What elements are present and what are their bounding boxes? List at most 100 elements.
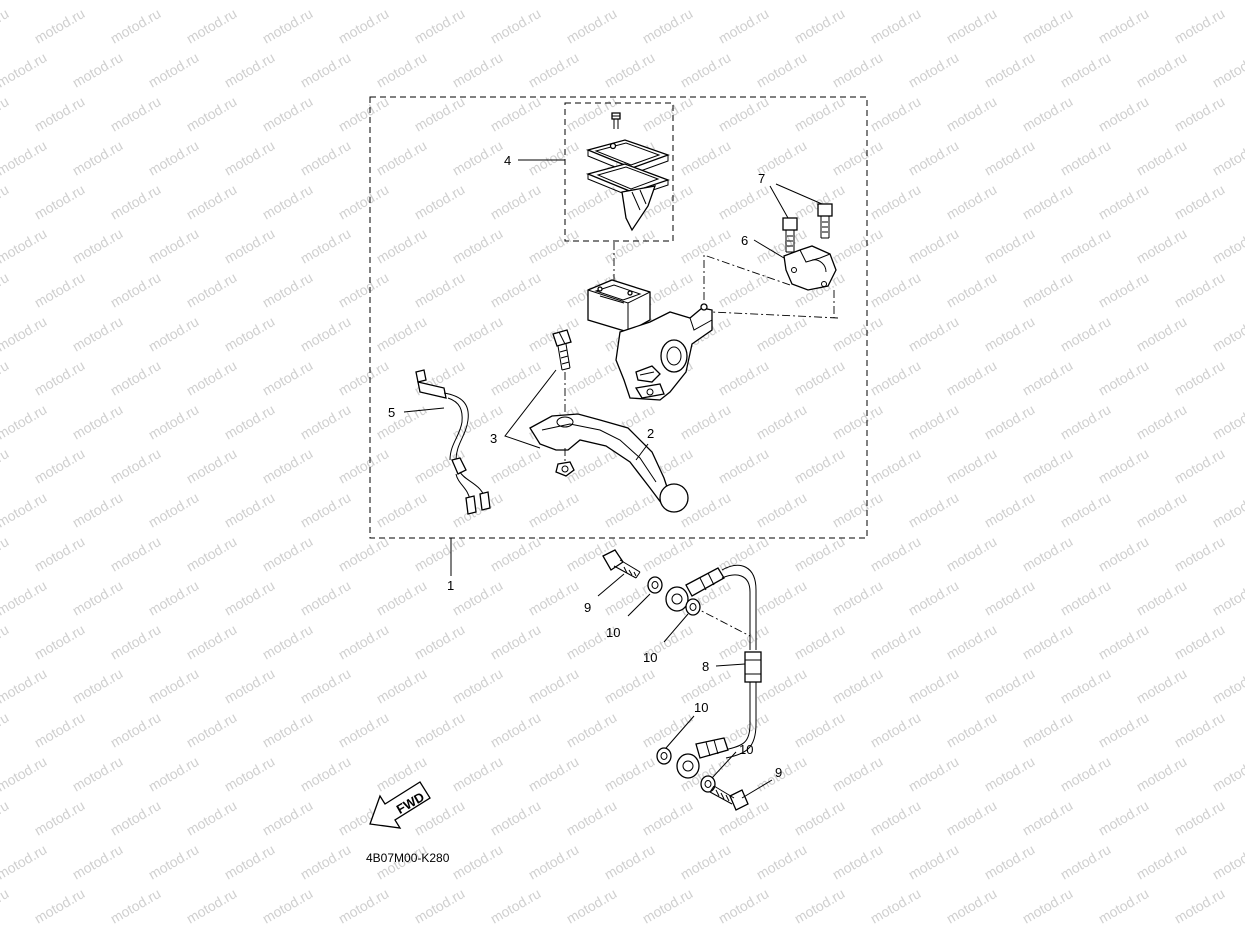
- watermark-text-227: motod.ru: [450, 577, 506, 618]
- watermark-text-103: motod.ru: [32, 269, 88, 310]
- callout-9-top[interactable]: 9: [584, 600, 591, 615]
- watermark-text-93: motod.ru: [602, 225, 658, 266]
- callout-10-b[interactable]: 10: [643, 650, 657, 665]
- watermark-text-191: motod.ru: [298, 489, 354, 530]
- watermark-text-26: motod.ru: [678, 49, 734, 90]
- watermark-text-236: motod.ru: [1134, 577, 1190, 618]
- watermark-text-214: motod.ru: [716, 533, 772, 574]
- washer-bottom-left[interactable]: [656, 747, 672, 765]
- watermark-text-350: motod.ru: [716, 885, 772, 926]
- watermark-text-231: motod.ru: [754, 577, 810, 618]
- watermark-text-307: motod.ru: [32, 797, 88, 838]
- watermark-text-164: motod.ru: [830, 401, 886, 442]
- watermark-text-10: motod.ru: [716, 5, 772, 46]
- watermark-text-148: motod.ru: [868, 357, 924, 398]
- watermark-text-11: motod.ru: [792, 5, 848, 46]
- watermark-text-218: motod.ru: [1020, 533, 1076, 574]
- watermark-text-125: motod.ru: [450, 313, 506, 354]
- watermark-text-57: motod.ru: [450, 137, 506, 178]
- watermark-text-318: motod.ru: [868, 797, 924, 838]
- watermark-text-49: motod.ru: [1096, 93, 1152, 134]
- watermark-text-262: motod.ru: [526, 665, 582, 706]
- watermark-text-1: motod.ru: [32, 5, 88, 46]
- watermark-text-327: motod.ru: [298, 841, 354, 882]
- watermark-text-330: motod.ru: [526, 841, 582, 882]
- washer-bottom-right[interactable]: [700, 775, 716, 793]
- washer-top-right[interactable]: [685, 598, 701, 616]
- watermark-text-92: motod.ru: [526, 225, 582, 266]
- watermark-text-194: motod.ru: [526, 489, 582, 530]
- watermark-text-258: motod.ru: [222, 665, 278, 706]
- watermark-text-2: motod.ru: [108, 5, 164, 46]
- watermark-text-306: motod.ru: [0, 797, 11, 838]
- watermark-text-184: motod.ru: [1020, 445, 1076, 486]
- watermark-text-266: motod.ru: [830, 665, 886, 706]
- watermark-text-226: motod.ru: [374, 577, 430, 618]
- watermark-text-86: motod.ru: [70, 225, 126, 266]
- watermark-text-348: motod.ru: [564, 885, 620, 926]
- callout-8[interactable]: 8: [702, 659, 709, 674]
- callout-6[interactable]: 6: [741, 233, 748, 248]
- washer-top-left[interactable]: [647, 576, 663, 594]
- master-cylinder-body[interactable]: [587, 279, 713, 401]
- watermark-text-90: motod.ru: [374, 225, 430, 266]
- watermark-text-344: motod.ru: [260, 885, 316, 926]
- callout-7[interactable]: 7: [758, 171, 765, 186]
- watermark-text-94: motod.ru: [678, 225, 734, 266]
- watermark-text-41: motod.ru: [488, 93, 544, 134]
- pivot-bolt-part[interactable]: [552, 329, 572, 371]
- watermark-text-304: motod.ru: [1134, 753, 1190, 794]
- callout-5[interactable]: 5: [388, 405, 395, 420]
- watermark-text-242: motod.ru: [260, 621, 316, 662]
- watermark-text-291: motod.ru: [146, 753, 202, 794]
- watermark-text-355: motod.ru: [1096, 885, 1152, 926]
- union-bolt-top[interactable]: [602, 549, 641, 579]
- callout-10-c[interactable]: 10: [694, 700, 708, 715]
- watermark-text-56: motod.ru: [374, 137, 430, 178]
- watermark-text-155: motod.ru: [146, 401, 202, 442]
- assembly-outline: [369, 96, 868, 539]
- brake-lever-part[interactable]: [529, 413, 689, 513]
- watermark-text-151: motod.ru: [1096, 357, 1152, 398]
- reservoir-cap-part[interactable]: [585, 112, 670, 232]
- watermark-text-199: motod.ru: [906, 489, 962, 530]
- watermark-text-69: motod.ru: [32, 181, 88, 222]
- watermark-text-84: motod.ru: [1172, 181, 1228, 222]
- watermark-text-165: motod.ru: [906, 401, 962, 442]
- watermark-text-65: motod.ru: [1058, 137, 1114, 178]
- watermark-text-51: motod.ru: [0, 137, 49, 178]
- holder-bolt-left[interactable]: [782, 217, 798, 253]
- watermark-text-82: motod.ru: [1020, 181, 1076, 222]
- watermark-text-150: motod.ru: [1020, 357, 1076, 398]
- watermark-text-117: motod.ru: [1096, 269, 1152, 310]
- watermark-text-220: motod.ru: [1172, 533, 1228, 574]
- watermark-text-67: motod.ru: [1210, 137, 1245, 178]
- watermark-text-83: motod.ru: [1096, 181, 1152, 222]
- watermark-text-243: motod.ru: [336, 621, 392, 662]
- watermark-text-352: motod.ru: [868, 885, 924, 926]
- watermark-text-250: motod.ru: [868, 621, 924, 662]
- brake-hose-part[interactable]: [665, 565, 762, 779]
- callout-3[interactable]: 3: [490, 431, 497, 446]
- brake-switch-part[interactable]: [415, 369, 491, 515]
- watermark-text-30: motod.ru: [982, 49, 1038, 90]
- watermark-text-319: motod.ru: [944, 797, 1000, 838]
- watermark-text-322: motod.ru: [1172, 797, 1228, 838]
- holder-bolt-right[interactable]: [817, 203, 833, 239]
- watermark-text-300: motod.ru: [830, 753, 886, 794]
- watermark-text-326: motod.ru: [222, 841, 278, 882]
- watermark-text-233: motod.ru: [906, 577, 962, 618]
- callout-1[interactable]: 1: [447, 578, 454, 593]
- union-bolt-bottom[interactable]: [709, 785, 749, 811]
- watermark-text-149: motod.ru: [944, 357, 1000, 398]
- holder-part[interactable]: [783, 245, 837, 318]
- watermark-text-0: motod.ru: [0, 5, 11, 46]
- watermark-text-216: motod.ru: [868, 533, 924, 574]
- callout-4[interactable]: 4: [504, 153, 511, 168]
- callout-10-a[interactable]: 10: [606, 625, 620, 640]
- callout-10-d[interactable]: 10: [739, 742, 753, 757]
- callout-9-bottom[interactable]: 9: [775, 765, 782, 780]
- callout-2[interactable]: 2: [647, 426, 654, 441]
- watermark-text-167: motod.ru: [1058, 401, 1114, 442]
- watermark-text-130: motod.ru: [830, 313, 886, 354]
